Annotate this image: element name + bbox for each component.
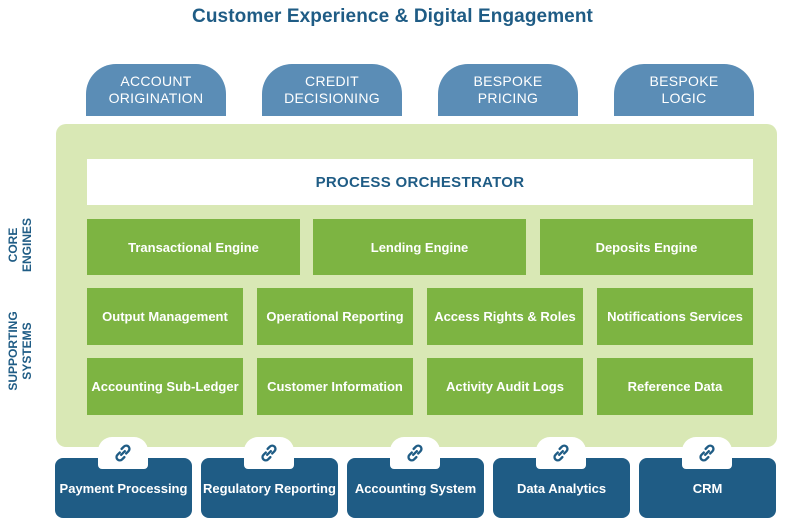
process-orchestrator[interactable]: PROCESS ORCHESTRATOR [87, 159, 753, 205]
output-management[interactable]: Output Management [87, 288, 243, 345]
operational-reporting[interactable]: Operational Reporting [257, 288, 413, 345]
access-rights-roles[interactable]: Access Rights & Roles [427, 288, 583, 345]
tab-bespoke-logic[interactable]: BESPOKE LOGIC [614, 64, 754, 116]
tab-label: CREDIT DECISIONING [284, 73, 380, 106]
link-icon [536, 437, 586, 469]
tab-account-origination[interactable]: ACCOUNT ORIGINATION [86, 64, 226, 116]
page-title: Customer Experience & Digital Engagement [192, 6, 593, 27]
integration-label: Payment Processing [59, 480, 188, 496]
core-engines-label: CORE ENGINES [6, 218, 34, 273]
tab-bespoke-pricing[interactable]: BESPOKE PRICING [438, 64, 578, 116]
integration-label: Data Analytics [516, 480, 607, 496]
customer-information[interactable]: Customer Information [257, 358, 413, 415]
tab-credit-decisioning[interactable]: CREDIT DECISIONING [262, 64, 402, 116]
tab-label: ACCOUNT ORIGINATION [108, 73, 204, 106]
integration-label: CRM [692, 480, 723, 496]
activity-audit-logs[interactable]: Activity Audit Logs [427, 358, 583, 415]
link-icon [98, 437, 148, 469]
tab-label: BESPOKE PRICING [473, 73, 543, 106]
integration-label: Accounting System [354, 480, 477, 496]
link-icon [390, 437, 440, 469]
deposits-engine[interactable]: Deposits Engine [540, 219, 753, 275]
link-icon [682, 437, 732, 469]
lending-engine[interactable]: Lending Engine [313, 219, 526, 275]
accounting-sub-ledger[interactable]: Accounting Sub-Ledger [87, 358, 243, 415]
transactional-engine[interactable]: Transactional Engine [87, 219, 300, 275]
integration-label: Regulatory Reporting [203, 480, 336, 496]
link-icon [244, 437, 294, 469]
tab-label: BESPOKE LOGIC [649, 73, 719, 106]
supporting-systems-label: SUPPORTING SYSTEMS [6, 311, 34, 391]
reference-data[interactable]: Reference Data [597, 358, 753, 415]
notifications-services[interactable]: Notifications Services [597, 288, 753, 345]
